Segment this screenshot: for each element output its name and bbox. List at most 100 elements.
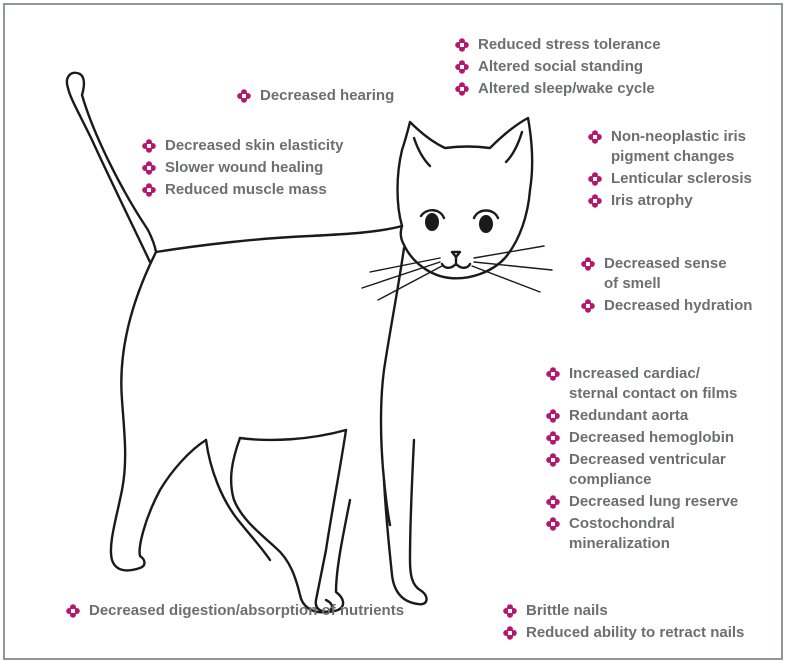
plus-bullet-icon: [142, 139, 156, 153]
callout-text: Decreased hemoglobin: [569, 428, 734, 448]
plus-bullet-icon: [66, 604, 80, 618]
callout-text: Slower wound healing: [165, 158, 323, 178]
callout-behavior: Reduced stress tolerance Altered social …: [455, 35, 661, 101]
plus-bullet-icon: [546, 431, 560, 445]
callout-item: Altered sleep/wake cycle: [455, 79, 661, 99]
plus-bullet-icon: [142, 161, 156, 175]
callout-text: Brittle nails: [526, 601, 608, 621]
callout-text: Reduced muscle mass: [165, 180, 327, 200]
plus-bullet-icon: [546, 367, 560, 381]
callout-item: Iris atrophy: [588, 191, 752, 211]
plus-bullet-icon: [581, 257, 595, 271]
callout-line: mineralization: [569, 534, 675, 554]
plus-bullet-icon: [588, 172, 602, 186]
callout-line: Decreased ventricular: [569, 450, 726, 470]
cat-hind-leg-back: [111, 252, 206, 570]
callout-text: Decreased hearing: [260, 86, 394, 106]
callout-item: Decreased lung reserve: [546, 492, 738, 512]
callout-text: Altered sleep/wake cycle: [478, 79, 655, 99]
callout-line: Slower wound healing: [165, 158, 323, 178]
callout-line: Altered social standing: [478, 57, 643, 77]
plus-bullet-icon: [455, 38, 469, 52]
plus-bullet-icon: [503, 626, 517, 640]
callout-line: Decreased skin elasticity: [165, 136, 343, 156]
cat-rear-leg-inner: [206, 440, 270, 560]
callout-item: Decreased digestion/absorption of nutrie…: [66, 601, 404, 621]
callout-text: Decreased skin elasticity: [165, 136, 343, 156]
callout-item: Slower wound healing: [142, 158, 343, 178]
callout-item: Altered social standing: [455, 57, 661, 77]
callout-text: Redundant aorta: [569, 406, 688, 426]
cat-front-leg-left: [316, 430, 350, 612]
callout-line: Decreased lung reserve: [569, 492, 738, 512]
callout-chest: Increased cardiac/sternal contact on fil…: [546, 364, 738, 556]
cat-left-eye: [425, 213, 439, 231]
callout-text: Lenticular sclerosis: [611, 169, 752, 189]
callout-line: pigment changes: [611, 147, 746, 167]
plus-bullet-icon: [503, 604, 517, 618]
cat-whisker: [472, 266, 540, 292]
callout-item: Brittle nails: [503, 601, 744, 621]
plus-bullet-icon: [546, 517, 560, 531]
cat-back: [156, 226, 402, 252]
callout-item: Reduced muscle mass: [142, 180, 343, 200]
plus-bullet-icon: [455, 82, 469, 96]
callout-item: Decreased hydration: [581, 296, 752, 316]
callout-line: Decreased hearing: [260, 86, 394, 106]
cat-right-ear-inner: [506, 132, 522, 162]
cat-whisker: [378, 266, 442, 300]
callout-digestion: Decreased digestion/absorption of nutrie…: [66, 601, 404, 623]
cat-hind-leg-front: [231, 438, 332, 612]
callout-item: Reduced stress tolerance: [455, 35, 661, 55]
callout-text: Increased cardiac/sternal contact on fil…: [569, 364, 737, 404]
cat-mouth: [442, 257, 470, 268]
callout-line: Altered sleep/wake cycle: [478, 79, 655, 99]
callout-line: Decreased sense: [604, 254, 727, 274]
plus-bullet-icon: [455, 60, 469, 74]
callout-item: Decreased hearing: [237, 86, 394, 106]
plus-bullet-icon: [581, 299, 595, 313]
callout-text: Decreased hydration: [604, 296, 752, 316]
callout-item: Lenticular sclerosis: [588, 169, 752, 189]
callout-line: Decreased hemoglobin: [569, 428, 734, 448]
callout-item: Reduced ability to retract nails: [503, 623, 744, 643]
callout-item: Decreased skin elasticity: [142, 136, 343, 156]
callout-nails: Brittle nails Reduced ability to retract…: [503, 601, 744, 645]
callout-line: Reduced muscle mass: [165, 180, 327, 200]
callout-line: Decreased hydration: [604, 296, 752, 316]
cat-belly: [240, 430, 346, 440]
callout-line: Non-neoplastic iris: [611, 127, 746, 147]
callout-skin: Decreased skin elasticity Slower wound h…: [142, 136, 343, 202]
callout-line: Reduced ability to retract nails: [526, 623, 744, 643]
plus-bullet-icon: [546, 495, 560, 509]
callout-line: Increased cardiac/: [569, 364, 737, 384]
plus-bullet-icon: [588, 194, 602, 208]
callout-hearing: Decreased hearing: [237, 86, 394, 108]
cat-whisker: [474, 246, 544, 258]
callout-text: Reduced stress tolerance: [478, 35, 661, 55]
callout-text: Iris atrophy: [611, 191, 693, 211]
callout-line: Iris atrophy: [611, 191, 693, 211]
callout-line: Lenticular sclerosis: [611, 169, 752, 189]
callout-line: Redundant aorta: [569, 406, 688, 426]
plus-bullet-icon: [237, 89, 251, 103]
callout-line: Decreased digestion/absorption of nutrie…: [89, 601, 404, 621]
cat-head: [398, 118, 533, 278]
callout-line: compliance: [569, 470, 726, 490]
plus-bullet-icon: [546, 453, 560, 467]
cat-whisker: [474, 262, 552, 270]
callout-item: Increased cardiac/sternal contact on fil…: [546, 364, 738, 404]
callout-line: sternal contact on films: [569, 384, 737, 404]
callout-line: Costochondral: [569, 514, 675, 534]
callout-line: Reduced stress tolerance: [478, 35, 661, 55]
callout-item: Costochondralmineralization: [546, 514, 738, 554]
